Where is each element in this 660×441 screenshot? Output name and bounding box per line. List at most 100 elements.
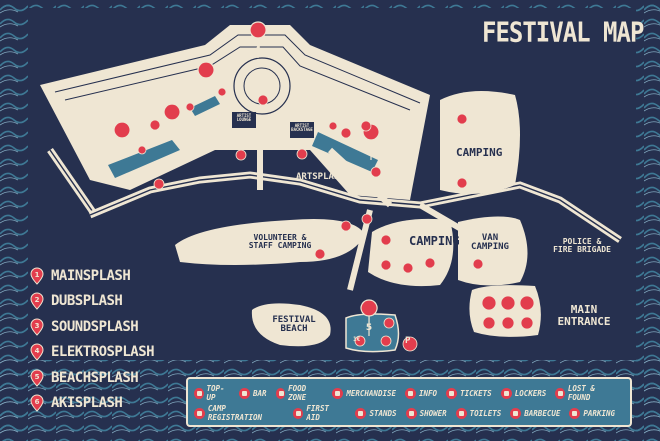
area-label-artist-backstage: ARTIST BACKSTAGE xyxy=(291,123,313,133)
key-item-merchandise: MERCHANDISE xyxy=(332,387,397,399)
area-label-artist-lounge: ARTIST LOUNGE xyxy=(236,113,252,123)
key-item-first-aid: FIRST AID xyxy=(292,404,347,422)
key-label: TICKETS xyxy=(460,388,492,398)
fortress-center xyxy=(233,57,291,115)
merchandise-icon xyxy=(332,387,344,399)
map-pin-icon: 1 xyxy=(30,267,44,285)
legend-label: BEACHSPLASH xyxy=(51,369,139,386)
stands-icon xyxy=(355,407,367,419)
legend-item-dubsplash[interactable]: 2 DUBSPLASH xyxy=(30,289,154,315)
key-item-camp-registration: CAMP REGISTRATION xyxy=(194,404,284,422)
key-label: INFO xyxy=(419,388,438,398)
area-label-main-entrance: MAIN ENTRANCE xyxy=(557,303,611,328)
svg-text:4: 4 xyxy=(255,45,261,55)
area-label-camping-top: CAMPING xyxy=(456,146,503,159)
legend-label: AKISPLASH xyxy=(51,395,123,412)
road-main-inner xyxy=(89,174,621,241)
legend-num: 3 xyxy=(35,322,40,330)
info-icon xyxy=(405,387,417,399)
stage-pin-6[interactable]: 6 xyxy=(113,121,131,159)
map-pin-icon: 6 xyxy=(30,394,44,412)
camping-mid-land xyxy=(368,218,454,287)
key-item-parking: PARKING xyxy=(569,407,615,419)
entrance-land xyxy=(469,285,541,337)
topup-marker-label: 1€ xyxy=(353,336,361,343)
legend-label: DUBSPLASH xyxy=(51,293,123,310)
legend-item-elektrosplash[interactable]: 4 ELEKTROSPLASH xyxy=(30,340,155,366)
key-item-bar: BAR xyxy=(238,387,267,399)
svg-text:3: 3 xyxy=(203,85,209,95)
legend-num: 6 xyxy=(35,398,40,406)
map-pin-icon: 2 xyxy=(30,292,44,310)
key-label: BARBECUE xyxy=(524,408,561,418)
water-right xyxy=(636,0,660,441)
water-top xyxy=(0,0,660,8)
legend-label: ELEKTROSPLASH xyxy=(51,344,155,361)
barbecue-icon xyxy=(510,407,522,419)
stage-area-6 xyxy=(108,140,180,178)
key-label: BAR xyxy=(252,388,267,398)
camping-top-land xyxy=(440,91,520,194)
stage-area-3 xyxy=(190,96,220,116)
area-label-festival-beach: FESTIVAL BEACH xyxy=(272,315,316,335)
legend-item-akisplash[interactable]: 6 AKISPLASH xyxy=(30,391,154,417)
stage-pin-2[interactable]: 2 xyxy=(163,103,181,141)
area-label-artsplash: ARTSPLASH xyxy=(296,172,345,182)
parking-icon xyxy=(569,407,581,419)
map-pin-icon: 3 xyxy=(30,318,44,336)
key-label: LOST & FOUND xyxy=(567,384,595,402)
legend-label: MAINSPLASH xyxy=(51,267,131,284)
road-west-inner xyxy=(49,149,96,216)
area-label-camping-mid: CAMPING xyxy=(409,234,460,248)
key-item-stands: STANDS xyxy=(355,407,397,419)
legend-num: 4 xyxy=(35,347,40,355)
legend-item-beachsplash[interactable]: 5 BEACHSPLASH xyxy=(30,365,154,391)
artist-backstage xyxy=(290,122,314,138)
legend-num: 5 xyxy=(35,373,40,381)
area-label-police: POLICE & FIRE BRIGADE xyxy=(553,237,611,255)
road-loop xyxy=(257,147,393,208)
stage-pin-5[interactable]: 5 xyxy=(360,299,378,337)
camp-registration-icon xyxy=(194,407,205,419)
legend-label: SOUNDSPLASH xyxy=(51,318,139,335)
stage-pin-4[interactable]: 4 xyxy=(249,21,267,59)
lockers-icon xyxy=(500,387,512,399)
key-label: TOP-UP xyxy=(206,384,225,402)
toilets-icon xyxy=(455,407,467,419)
svg-text:5: 5 xyxy=(366,323,372,333)
key-label: SHOWER xyxy=(419,408,447,418)
map-pin-icon: 4 xyxy=(30,343,44,361)
topup-icon xyxy=(194,387,204,399)
area-label-volunteer: VOLUNTEER & STAFF CAMPING xyxy=(248,233,312,251)
key-item-food-zone: FOOD ZONE xyxy=(275,384,324,402)
key-label: PARKING xyxy=(583,408,615,418)
stage-pin-3[interactable]: 3 xyxy=(197,61,215,99)
stage-area-1 xyxy=(312,132,378,172)
facility-markers xyxy=(137,87,535,352)
tickets-icon xyxy=(446,387,458,399)
svg-text:1: 1 xyxy=(368,147,374,157)
key-label: MERCHANDISE xyxy=(346,388,397,398)
stage-pin-1[interactable]: 1 xyxy=(362,123,380,161)
legend-item-mainsplash[interactable]: 1 MAINSPLASH xyxy=(30,263,154,289)
svg-text:6: 6 xyxy=(119,145,125,155)
beach-land xyxy=(251,303,331,347)
key-item-info: INFO xyxy=(405,387,438,399)
artist-lounge xyxy=(232,112,256,128)
key-item-topup: TOP-UP xyxy=(194,384,230,402)
food-zone-icon xyxy=(275,387,286,399)
map-pin-icon: 5 xyxy=(30,369,44,387)
key-row-1: TOP-UP BAR FOOD ZONE MERCHANDISE INFO TI… xyxy=(194,383,624,403)
key-item-toilets: TOILETS xyxy=(455,407,501,419)
legend-num: 1 xyxy=(35,271,40,279)
key-item-lost-found: LOST & FOUND xyxy=(555,384,615,402)
first-aid-icon xyxy=(292,407,304,419)
key-label: CAMP REGISTRATION xyxy=(207,404,263,422)
fortress-wall-inner xyxy=(64,46,411,111)
map-title: FESTIVAL MAP xyxy=(482,16,644,49)
key-item-lockers: LOCKERS xyxy=(500,387,546,399)
key-label: FIRST AID xyxy=(306,404,329,422)
key-item-tickets: TICKETS xyxy=(446,387,492,399)
parking-label: P xyxy=(405,336,411,346)
legend-item-soundsplash[interactable]: 3 SOUNDSPLASH xyxy=(30,314,154,340)
